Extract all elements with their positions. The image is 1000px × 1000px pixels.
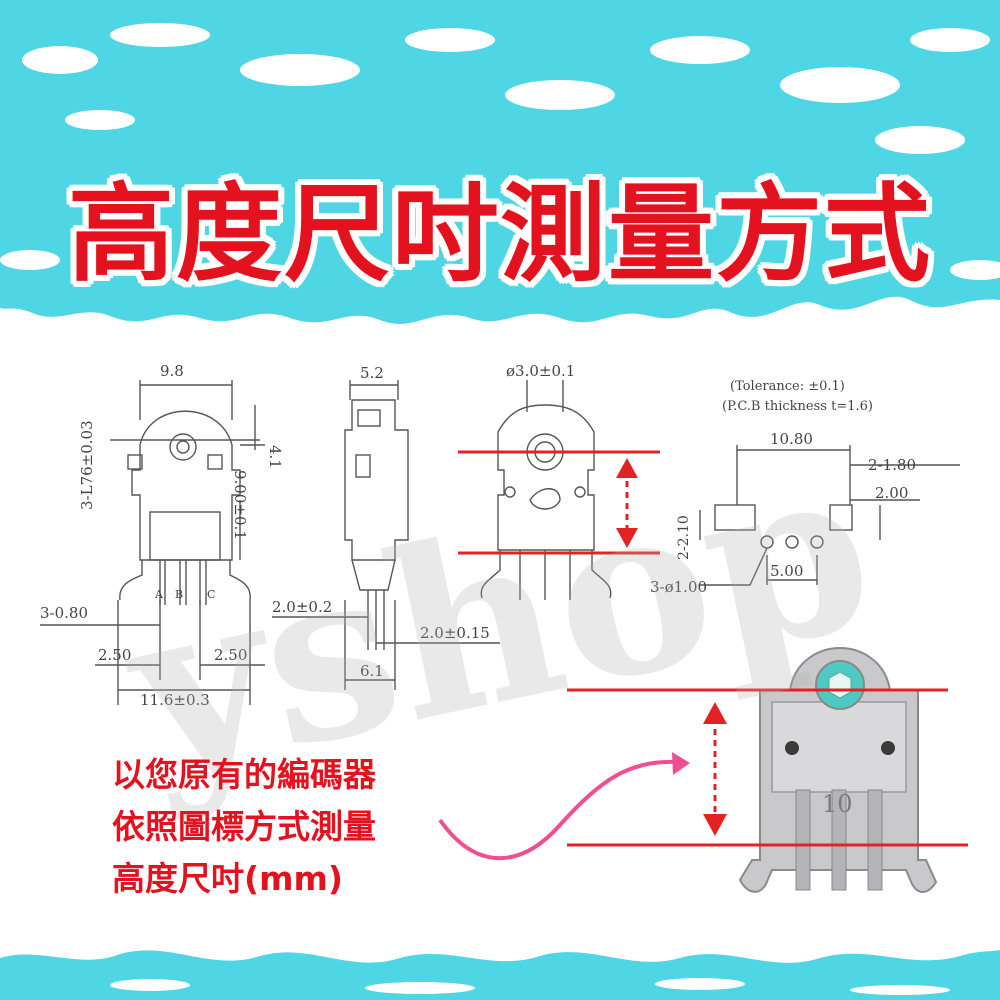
- pcb-pin-holes: 3-ø1.00: [650, 578, 707, 596]
- note-line-2: 依照圖標方式測量: [112, 807, 376, 846]
- photo-height-guides: [567, 688, 968, 847]
- dim-right: 9.00±0.1: [231, 470, 249, 540]
- top-splash-highlights: [0, 23, 1000, 280]
- content-area: [0, 318, 1000, 960]
- pcb-thickness: (P.C.B thickness t=1.6): [722, 399, 873, 414]
- pcb-width: 10.80: [770, 430, 813, 448]
- dim-side-right: 2.0±0.15: [420, 624, 490, 642]
- dim-side-width: 5.2: [360, 364, 384, 382]
- dim-shaft-hole: ø3.0±0.1: [506, 362, 575, 380]
- dim-pin-label: 3-L76±0.03: [78, 420, 96, 510]
- pointer-arrow: [438, 752, 690, 861]
- dim-side-left: 2.0±0.2: [272, 598, 332, 616]
- top-splash: [0, 0, 1000, 325]
- pin-letter-b: B: [175, 588, 183, 601]
- bottom-splash: [0, 950, 1000, 1000]
- note-line-3: 高度尺吋(mm): [112, 859, 343, 898]
- front-view: [40, 380, 265, 705]
- dim-right-top: 4.1: [266, 445, 284, 469]
- pcb-pin-span: 5.00: [770, 562, 803, 580]
- dim-pin-pitch: 3-0.80: [40, 604, 88, 622]
- bottom-splash-highlights: [110, 978, 950, 995]
- drawing-height-guides: [458, 450, 660, 555]
- dim-total-width: 11.6±0.3: [140, 691, 210, 709]
- pcb-slot: 2-2.10: [676, 515, 692, 560]
- pcb-tolerance: (Tolerance: ±0.1): [730, 379, 845, 394]
- pcb-layout-labels: (Tolerance: ±0.1) (P.C.B thickness t=1.6…: [650, 379, 916, 596]
- dim-left-offset: 2.50: [98, 646, 131, 664]
- side-view-labels: 5.2 2.0±0.2 2.0±0.15 6.1: [272, 364, 490, 680]
- dim-width-top: 9.8: [160, 362, 184, 380]
- pin-letter-c: C: [207, 588, 215, 601]
- pcb-layout: [699, 445, 960, 586]
- pcb-offset: 2.00: [875, 484, 908, 502]
- pcb-mount-holes: 2-1.80: [868, 456, 916, 474]
- page-title: 高度尺吋測量方式: [68, 173, 932, 296]
- dim-right-offset: 2.50: [214, 646, 247, 664]
- note-line-1: 以您原有的編碼器: [112, 755, 376, 794]
- pin-letter-a: A: [154, 588, 164, 601]
- front-view-labels: 9.8 3-L76±0.03 4.1 9.00±0.1 3-0.80 2.50 …: [40, 362, 284, 709]
- side-view: [272, 380, 500, 690]
- photo-marking: 10: [822, 790, 853, 818]
- dim-side-bottom: 6.1: [360, 662, 384, 680]
- encoder-photo: 10: [738, 646, 938, 893]
- top-view: [480, 380, 612, 600]
